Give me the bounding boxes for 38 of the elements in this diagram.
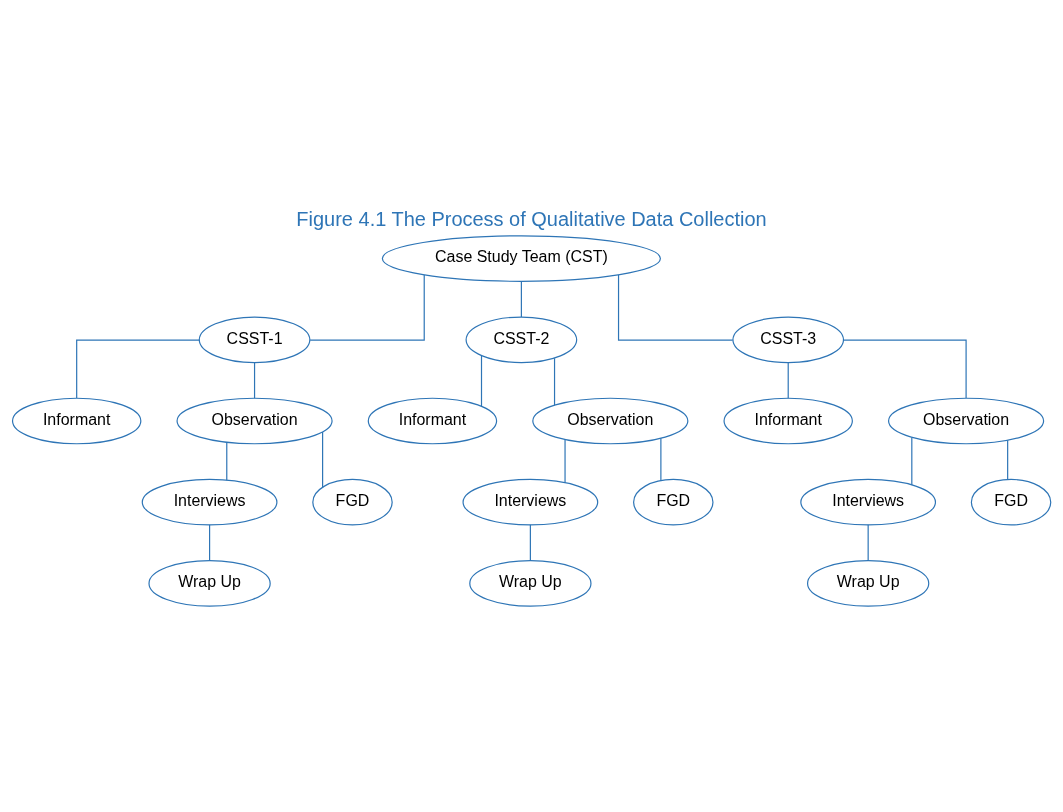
connector (226, 441, 228, 481)
connector (480, 354, 483, 407)
node-ellipse: Interviews (462, 478, 599, 526)
connector (322, 431, 324, 488)
connector (617, 274, 734, 341)
connector (911, 436, 913, 486)
node-ellipse: Wrap Up (148, 560, 271, 607)
node-ellipse: CSST-2 (465, 316, 578, 364)
connector (842, 339, 967, 399)
connector (253, 361, 256, 399)
connector (660, 437, 662, 482)
node-ellipse: CSST-3 (732, 316, 845, 364)
node-ellipse: FGD (312, 478, 393, 526)
node-ellipse: Observation (532, 397, 689, 445)
connector (564, 438, 566, 484)
node-ellipse: Interviews (800, 478, 937, 526)
connector (867, 524, 869, 562)
node-ellipse: Observation (888, 397, 1045, 445)
node-ellipse: Informant (11, 397, 142, 445)
node-ellipse: Interviews (141, 478, 278, 526)
node-ellipse: Wrap Up (469, 560, 592, 607)
connector (787, 361, 789, 399)
node-ellipse: Observation (176, 397, 333, 445)
connector (529, 524, 531, 562)
connector (1007, 439, 1009, 481)
node-ellipse: FGD (633, 478, 714, 526)
connector (76, 339, 200, 399)
connector (553, 357, 556, 406)
node-ellipse: CSST-1 (198, 316, 311, 364)
node-ellipse: FGD (970, 478, 1052, 526)
node-ellipse: Informant (367, 397, 498, 445)
connector (309, 274, 425, 341)
connector (520, 280, 522, 318)
connector (209, 524, 211, 562)
node-ellipse: Wrap Up (807, 560, 930, 607)
node-ellipse: Informant (723, 397, 853, 445)
diagram-title: Figure 4.1 The Process of Qualitative Data Collection (296, 207, 767, 230)
node-ellipse: Case Study Team (CST) (381, 235, 661, 282)
